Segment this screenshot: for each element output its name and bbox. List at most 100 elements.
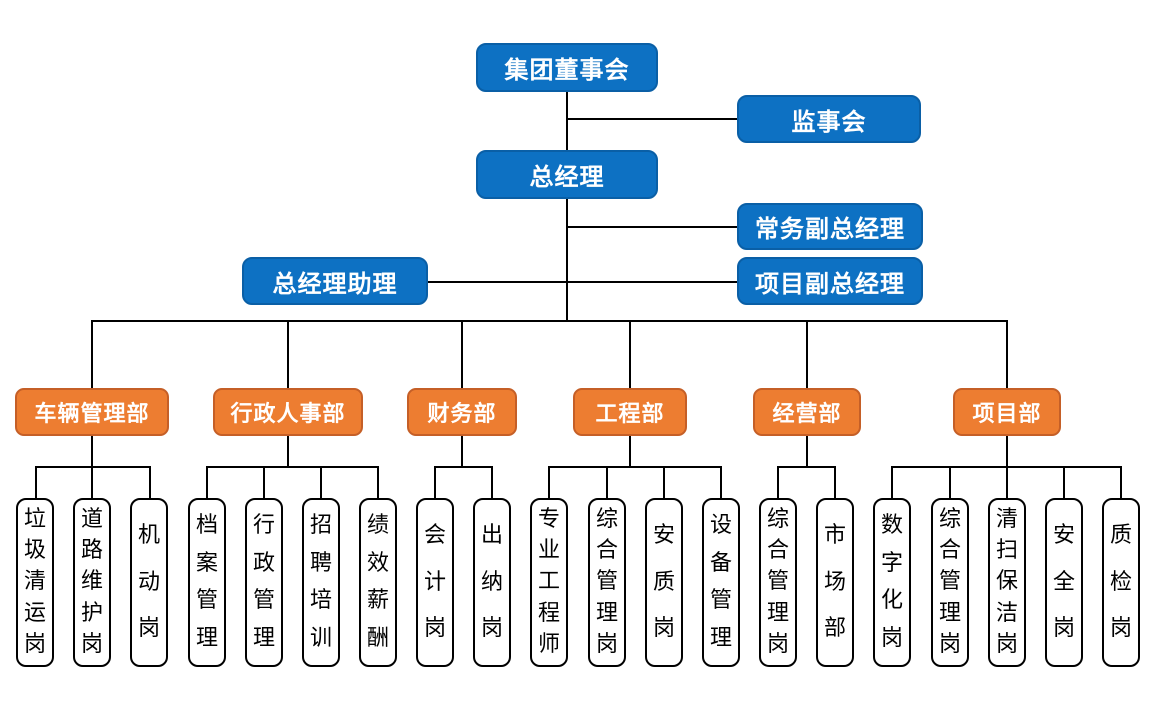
position-box: 质检岗 bbox=[1102, 498, 1140, 667]
connector-line bbox=[548, 466, 550, 498]
position-label: 数字化岗 bbox=[880, 513, 903, 651]
position-box: 招聘培训 bbox=[302, 498, 340, 667]
connector-line bbox=[720, 466, 722, 498]
connector-line bbox=[1006, 321, 1008, 388]
node-project-deputy-gm: 项目副总经理 bbox=[737, 257, 923, 305]
connector-line bbox=[91, 466, 93, 498]
connector-line bbox=[434, 466, 436, 498]
position-box: 道路维护岗 bbox=[73, 498, 111, 667]
position-box: 安质岗 bbox=[645, 498, 683, 667]
connector-line bbox=[777, 466, 779, 498]
connector-line bbox=[461, 321, 463, 388]
position-label: 绩效薪酬 bbox=[366, 513, 389, 651]
connector-line bbox=[149, 466, 151, 498]
connector-line bbox=[891, 466, 893, 498]
dept-operations: 经营部 bbox=[753, 388, 861, 436]
dept-finance: 财务部 bbox=[407, 388, 517, 436]
position-label: 综合管理岗 bbox=[938, 507, 961, 657]
connector-line bbox=[91, 320, 1008, 322]
node-general-manager: 总经理 bbox=[476, 150, 658, 199]
position-label: 垃圾清运岗 bbox=[23, 507, 46, 657]
position-label: 招聘培训 bbox=[309, 513, 332, 651]
connector-line bbox=[434, 466, 492, 468]
connector-line bbox=[566, 92, 568, 150]
connector-line bbox=[663, 466, 665, 498]
node-executive-deputy-gm-label: 常务副总经理 bbox=[755, 215, 905, 243]
position-box: 安全岗 bbox=[1045, 498, 1083, 667]
node-gm-assistant: 总经理助理 bbox=[242, 257, 428, 305]
connector-line bbox=[91, 321, 93, 388]
dept-label: 行政人事部 bbox=[230, 402, 346, 427]
connector-line bbox=[949, 466, 951, 498]
position-label: 设备管理 bbox=[709, 513, 732, 651]
dept-admin-hr: 行政人事部 bbox=[213, 388, 363, 436]
node-supervisory-board: 监事会 bbox=[737, 95, 921, 143]
position-box: 综合管理岗 bbox=[759, 498, 797, 667]
position-box: 数字化岗 bbox=[873, 498, 911, 667]
connector-line bbox=[206, 466, 378, 468]
position-label: 会计岗 bbox=[423, 522, 446, 642]
node-supervisory-board-label: 监事会 bbox=[791, 107, 867, 136]
dept-vehicle-management: 车辆管理部 bbox=[15, 388, 169, 436]
position-box: 综合管理岗 bbox=[588, 498, 626, 667]
position-label: 综合管理岗 bbox=[766, 507, 789, 657]
position-label: 专业工程师 bbox=[537, 507, 560, 657]
position-label: 市场部 bbox=[823, 522, 846, 642]
connector-line bbox=[806, 321, 808, 388]
position-box: 机动岗 bbox=[130, 498, 168, 667]
connector-line bbox=[606, 466, 608, 498]
connector-line bbox=[548, 466, 721, 468]
position-label: 机动岗 bbox=[137, 522, 160, 642]
position-box: 专业工程师 bbox=[530, 498, 568, 667]
connector-line bbox=[629, 436, 631, 466]
connector-line bbox=[806, 436, 808, 466]
node-board: 集团董事会 bbox=[476, 43, 658, 92]
connector-line bbox=[1006, 466, 1008, 498]
connector-line bbox=[777, 466, 835, 468]
connector-line bbox=[461, 436, 463, 466]
node-gm-assistant-label: 总经理助理 bbox=[272, 269, 398, 298]
position-box: 清扫保洁岗 bbox=[988, 498, 1026, 667]
connector-line bbox=[567, 118, 738, 120]
connector-line bbox=[629, 321, 631, 388]
connector-line bbox=[320, 466, 322, 498]
position-box: 设备管理 bbox=[702, 498, 740, 667]
connector-line bbox=[287, 321, 289, 388]
connector-line bbox=[491, 466, 493, 498]
position-box: 综合管理岗 bbox=[931, 498, 969, 667]
connector-line bbox=[35, 466, 150, 468]
connector-line bbox=[287, 436, 289, 466]
position-label: 安质岗 bbox=[652, 522, 675, 642]
position-box: 市场部 bbox=[816, 498, 854, 667]
position-label: 道路维护岗 bbox=[80, 507, 103, 657]
dept-label: 经营部 bbox=[772, 402, 842, 427]
connector-line bbox=[35, 466, 37, 498]
connector-line bbox=[1063, 466, 1065, 498]
connector-line bbox=[567, 226, 738, 228]
position-box: 档案管理 bbox=[188, 498, 226, 667]
connector-line bbox=[263, 466, 265, 498]
connector-line bbox=[1006, 436, 1008, 466]
position-label: 出纳岗 bbox=[480, 522, 503, 642]
dept-label: 工程部 bbox=[595, 402, 665, 427]
connector-line bbox=[428, 281, 738, 283]
position-label: 档案管理 bbox=[195, 513, 218, 651]
dept-label: 车辆管理部 bbox=[34, 402, 150, 427]
dept-project: 项目部 bbox=[953, 388, 1061, 436]
dept-label: 财务部 bbox=[427, 402, 497, 427]
position-box: 出纳岗 bbox=[473, 498, 511, 667]
position-label: 综合管理岗 bbox=[595, 507, 618, 657]
node-project-deputy-gm-label: 项目副总经理 bbox=[755, 269, 905, 298]
connector-line bbox=[206, 466, 208, 498]
position-box: 行政管理 bbox=[245, 498, 283, 667]
position-label: 清扫保洁岗 bbox=[995, 507, 1018, 657]
position-label: 安全岗 bbox=[1052, 522, 1075, 642]
dept-engineering: 工程部 bbox=[573, 388, 687, 436]
position-label: 质检岗 bbox=[1109, 522, 1132, 642]
position-box: 绩效薪酬 bbox=[359, 498, 397, 667]
node-executive-deputy-gm: 常务副总经理 bbox=[737, 203, 923, 250]
dept-label: 项目部 bbox=[972, 402, 1042, 427]
position-box: 会计岗 bbox=[416, 498, 454, 667]
node-board-label: 集团董事会 bbox=[504, 56, 630, 84]
node-general-manager-label: 总经理 bbox=[529, 163, 605, 191]
